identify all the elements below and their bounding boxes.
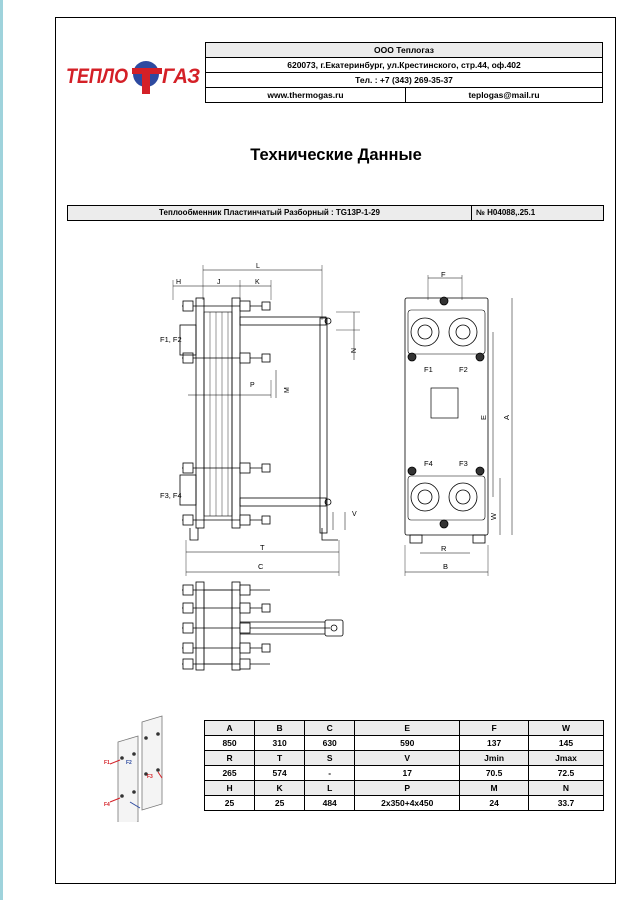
spec-value: 25 [254, 795, 306, 811]
model-number: № Н04088,.25.1 [471, 205, 604, 221]
spec-header: P [354, 780, 461, 796]
spec-header: S [304, 750, 356, 766]
logo-emblem-icon [132, 61, 162, 94]
iso-label-F3: F3 [147, 774, 153, 780]
label-T: T [260, 543, 265, 552]
label-P: P [250, 382, 255, 389]
spec-header: Jmin [459, 750, 529, 766]
company-phone: Тел. : +7 (343) 269-35-37 [205, 72, 603, 88]
sheet-frame [55, 17, 616, 884]
label-F1: F1 [424, 365, 433, 374]
spec-value: 574 [254, 765, 306, 781]
label-R: R [441, 544, 447, 553]
label-F: F [441, 270, 446, 279]
label-F3: F3 [459, 459, 468, 468]
label-A: A [502, 415, 511, 420]
spec-value: 25 [203, 795, 256, 811]
spec-value: 2x350+4x450 [354, 795, 461, 811]
spec-value: 630 [304, 735, 356, 751]
specs-table: A B C E F W 850 310 630 590 137 145 R T … [203, 720, 605, 811]
spec-header: V [354, 750, 461, 766]
spec-value: 484 [304, 795, 356, 811]
label-J: J [217, 279, 221, 286]
company-email: teplogas@mail.ru [405, 87, 603, 103]
spec-header: Jmax [527, 750, 605, 766]
spec-header: C [304, 720, 356, 736]
spec-header: M [459, 780, 529, 796]
plate-schematic-icon: F1 F2 F3 F4 [104, 715, 163, 822]
spec-header: R [203, 750, 256, 766]
spec-value: 145 [527, 735, 605, 751]
label-F3F4: F3, F4 [160, 491, 182, 500]
spec-value: 590 [354, 735, 461, 751]
spec-header: A [203, 720, 256, 736]
label-E: E [479, 415, 488, 420]
spec-value: 72.5 [527, 765, 605, 781]
spec-header: N [527, 780, 605, 796]
spec-header: F [459, 720, 529, 736]
spec-header: W [527, 720, 605, 736]
label-F1F2: F1, F2 [160, 335, 182, 344]
spec-header: H [203, 780, 256, 796]
technical-drawing: H J K L [160, 263, 513, 671]
side-view: H J K L [160, 263, 360, 576]
company-address: 620073, г.Екатеринбург, ул.Крестинского,… [205, 57, 603, 73]
spec-value: 137 [459, 735, 529, 751]
logo-text-left: ТЕПЛО [66, 65, 128, 88]
spec-header: L [304, 780, 356, 796]
spec-value: 70.5 [459, 765, 529, 781]
company-website: www.thermogas.ru [205, 87, 406, 103]
label-W: W [489, 512, 498, 520]
front-view: F F1 F2 F4 F3 E A W [404, 270, 513, 576]
teplogaz-logo: ТЕПЛО ГАЗ [66, 61, 200, 94]
label-C: C [258, 562, 264, 571]
label-L: L [256, 263, 260, 270]
label-H: H [176, 279, 181, 286]
label-F2: F2 [459, 365, 468, 374]
iso-label-F2: F2 [126, 760, 132, 766]
company-info-table: ООО Теплогаз 620073, г.Екатеринбург, ул.… [205, 42, 603, 103]
top-view [182, 581, 344, 671]
model-table: Теплообменник Пластинчатый Разборный : T… [67, 205, 604, 221]
label-F4: F4 [424, 459, 433, 468]
label-K: K [255, 279, 260, 286]
spec-value: - [304, 765, 356, 781]
label-N: N [349, 348, 356, 353]
spec-header: E [354, 720, 461, 736]
spec-value: 265 [203, 765, 256, 781]
iso-label-F4: F4 [104, 802, 110, 808]
logo-text-right: ГАЗ [162, 65, 200, 88]
model-name: Теплообменник Пластинчатый Разборный : T… [67, 205, 472, 221]
spec-header: T [254, 750, 306, 766]
page-title: Технические Данные [250, 146, 422, 164]
left-edge-strip [0, 0, 3, 900]
spec-header: K [254, 780, 306, 796]
spec-value: 850 [203, 735, 256, 751]
company-name: ООО Теплогаз [205, 42, 603, 58]
spec-value: 33.7 [527, 795, 605, 811]
label-V: V [352, 511, 357, 518]
label-B: B [443, 562, 448, 571]
iso-label-F1: F1 [104, 760, 110, 766]
label-M: M [284, 387, 291, 393]
spec-header: B [254, 720, 306, 736]
spec-value: 310 [254, 735, 306, 751]
spec-value: 24 [459, 795, 529, 811]
spec-value: 17 [354, 765, 461, 781]
